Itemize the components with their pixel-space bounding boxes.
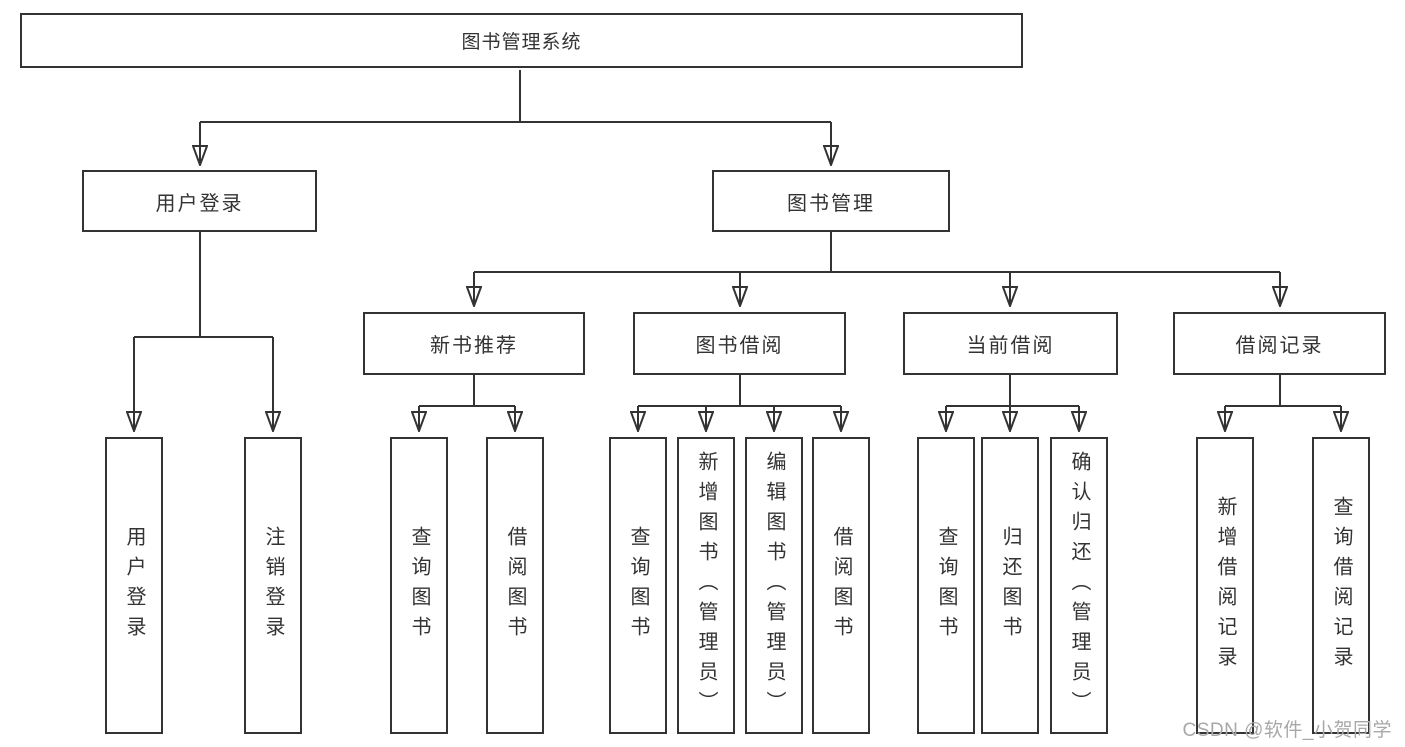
leaf-edit-book-admin: 编辑图书（管理员）	[745, 437, 803, 734]
leaf-query-books-borrow: 查询图书	[609, 437, 667, 734]
leaf-query-books-current: 查询图书	[917, 437, 975, 734]
node-book-borrow: 图书借阅	[633, 312, 846, 375]
leaf-query-books-recommend: 查询图书	[390, 437, 448, 734]
leaf-add-book-admin: 新增图书（管理员）	[677, 437, 735, 734]
node-book-management: 图书管理	[712, 170, 950, 232]
leaf-add-borrow-record: 新增借阅记录	[1196, 437, 1254, 734]
leaf-query-borrow-record: 查询借阅记录	[1312, 437, 1370, 734]
leaf-user-login: 用户登录	[105, 437, 163, 734]
watermark: CSDN @软件_小贺同学	[1182, 720, 1392, 741]
leaf-borrow-books: 借阅图书	[812, 437, 870, 734]
node-borrow-records: 借阅记录	[1173, 312, 1386, 375]
leaf-logout: 注销登录	[244, 437, 302, 734]
node-book-management-system: 图书管理系统	[20, 13, 1023, 68]
node-user-login: 用户登录	[82, 170, 317, 232]
node-current-borrow: 当前借阅	[903, 312, 1118, 375]
node-new-book-recommend: 新书推荐	[363, 312, 585, 375]
leaf-confirm-return-admin: 确认归还（管理员）	[1050, 437, 1108, 734]
leaf-borrow-books-recommend: 借阅图书	[486, 437, 544, 734]
leaf-return-book: 归还图书	[981, 437, 1039, 734]
